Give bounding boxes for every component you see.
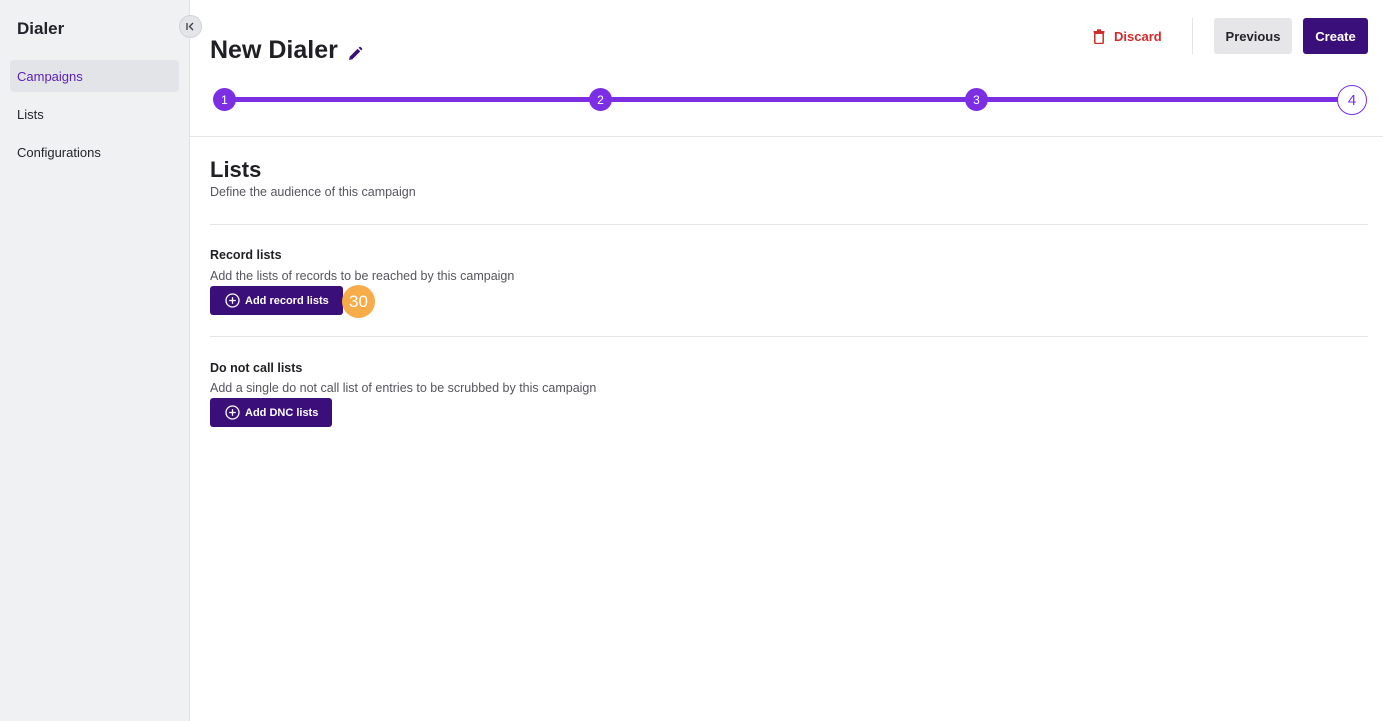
add-dnc-lists-label: Add DNC lists [245, 406, 319, 419]
section-divider [210, 224, 1368, 225]
trash-icon [1093, 28, 1105, 44]
app-title: Dialer [17, 19, 65, 38]
dnc-lists-title: Do not call lists [210, 361, 303, 375]
collapse-left-icon [186, 22, 194, 31]
pencil-icon[interactable] [347, 46, 363, 62]
sidebar-item-label: Lists [17, 106, 44, 122]
discard-button[interactable]: Discard [1085, 23, 1170, 49]
sidebar: Dialer Campaigns Lists Configurations [0, 0, 190, 721]
sidebar-item-configurations[interactable]: Configurations [10, 136, 179, 168]
step-connector [600, 97, 976, 102]
discard-label: Discard [1114, 28, 1162, 44]
section-divider [210, 336, 1368, 337]
sidebar-collapse-button[interactable] [179, 15, 202, 38]
step-2[interactable]: 2 [589, 88, 612, 111]
sidebar-nav: Campaigns Lists Configurations [10, 60, 179, 174]
step-connector [224, 97, 600, 102]
page-header: New Dialer Discard Previous Create 1 2 3… [190, 0, 1383, 137]
page-title: New Dialer [210, 36, 338, 64]
previous-button[interactable]: Previous [1214, 18, 1292, 54]
step-4-current[interactable]: 4 [1337, 85, 1367, 115]
add-record-lists-label: Add record lists [245, 294, 329, 307]
plus-circle-icon [225, 293, 240, 308]
step-1[interactable]: 1 [213, 88, 236, 111]
step-connector [976, 97, 1352, 102]
add-record-lists-button[interactable]: Add record lists [210, 286, 343, 315]
record-lists-title: Record lists [210, 248, 282, 262]
create-button[interactable]: Create [1303, 18, 1368, 54]
count-badge: 30 [342, 285, 375, 318]
sidebar-item-label: Campaigns [17, 68, 83, 84]
plus-circle-icon [225, 405, 240, 420]
dnc-lists-description: Add a single do not call list of entries… [210, 381, 597, 395]
step-3[interactable]: 3 [965, 88, 988, 111]
record-lists-description: Add the lists of records to be reached b… [210, 269, 515, 283]
progress-stepper: 1 2 3 4 [190, 0, 1383, 137]
sidebar-item-campaigns[interactable]: Campaigns [10, 60, 179, 92]
section-title: Lists [210, 157, 262, 182]
sidebar-item-lists[interactable]: Lists [10, 98, 179, 130]
sidebar-item-label: Configurations [17, 144, 101, 160]
add-dnc-lists-button[interactable]: Add DNC lists [210, 398, 333, 427]
header-divider [1192, 18, 1193, 54]
main-content: New Dialer Discard Previous Create 1 2 3… [190, 0, 1383, 721]
section-subtitle: Define the audience of this campaign [210, 185, 416, 199]
